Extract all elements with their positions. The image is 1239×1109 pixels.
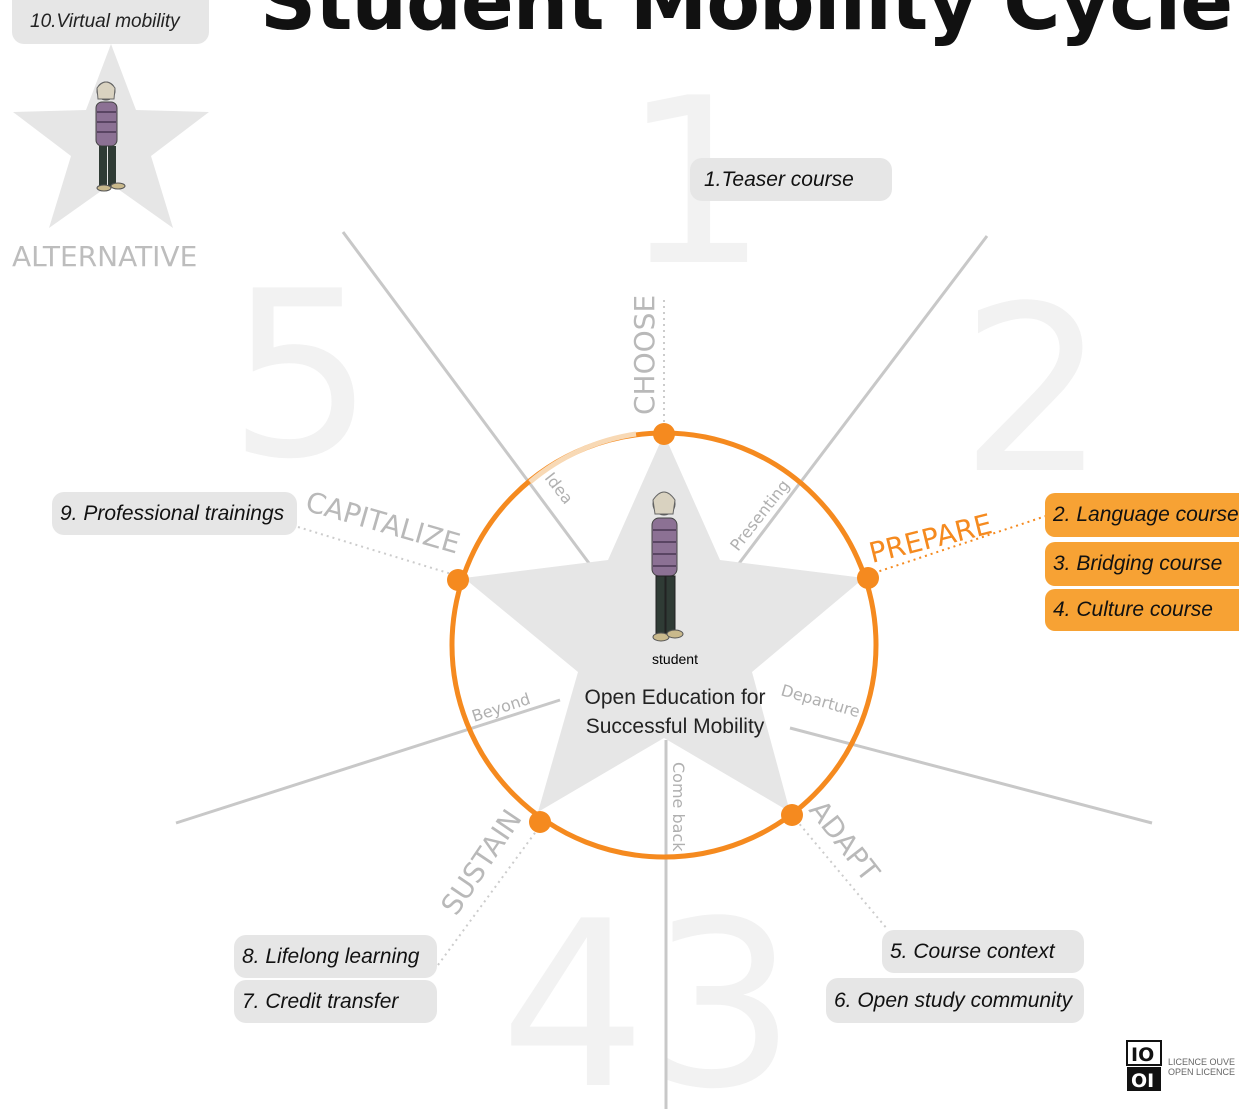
transition-label-presenting: Presenting [726,476,793,555]
spoke-line [341,231,602,579]
transition-label-departure: Departure [779,681,862,722]
spoke-line [175,698,561,825]
phase-number-3: 3 [650,873,796,1109]
licence-line-2: OPEN LICENCE [1168,1067,1236,1077]
center-title-line-2: Successful Mobility [585,715,765,738]
transition-label-idea: Idea [541,469,577,508]
licence-mark-bottom: OI [1131,1070,1154,1092]
spoke-line [789,726,1153,825]
phase-label-choose: CHOOSE [628,295,661,415]
alternative-label: ALTERNATIVE [12,240,198,273]
node-capitalize [447,569,469,591]
phase-number-4: 4 [500,873,646,1109]
center-title: Open Education for Successful Mobility [560,683,790,741]
node-sustain [529,811,551,833]
phase-number-5: 5 [228,243,374,510]
phase-number-2: 2 [960,258,1106,525]
phase-label-adapt: ADAPT [802,794,886,889]
open-licence-logo: IO OI [1126,1040,1162,1092]
student-label: student [652,651,698,667]
course-pill-culture: 4. Culture course [1045,589,1239,631]
node-choose [653,423,675,445]
dotted-connector-capitalize [297,526,459,577]
node-adapt [781,804,803,826]
course-pill-credit: 7. Credit transfer [234,980,437,1023]
course-pill-professional: 9. Professional trainings [52,492,297,535]
course-pill-bridging: 3. Bridging course [1045,542,1239,586]
course-pill-virtual-mobility: 10.Virtual mobility [12,0,209,44]
cycle-circle-fade [528,431,637,484]
course-pill-context: 5. Course context [882,930,1084,973]
licence-line-1: LICENCE OUVE [1168,1057,1236,1067]
node-prepare [857,567,879,589]
dotted-connector-adapt [791,814,889,931]
phase-label-capitalize: CAPITALIZE [302,485,464,560]
open-licence-badge: IO OI LICENCE OUVE OPEN LICENCE [1126,1040,1239,1096]
center-title-line-1: Open Education for [584,686,766,709]
course-pill-community: 6. Open study community [826,978,1084,1023]
licence-mark-top: IO [1131,1044,1154,1066]
course-pill-lifelong: 8. Lifelong learning [234,935,437,978]
student-figure [651,491,684,642]
page-title: Student Mobility Cycle [260,0,1233,48]
phase-label-prepare: PREPARE [866,507,996,569]
dotted-connector-prepare [867,515,1047,576]
alternative-student-figure [95,81,126,192]
transition-label-come-back: Come back [669,762,688,852]
course-pill-language: 2. Language course [1045,493,1239,537]
course-pill-teaser: 1.Teaser course [690,158,892,201]
spoke-line [726,235,989,579]
